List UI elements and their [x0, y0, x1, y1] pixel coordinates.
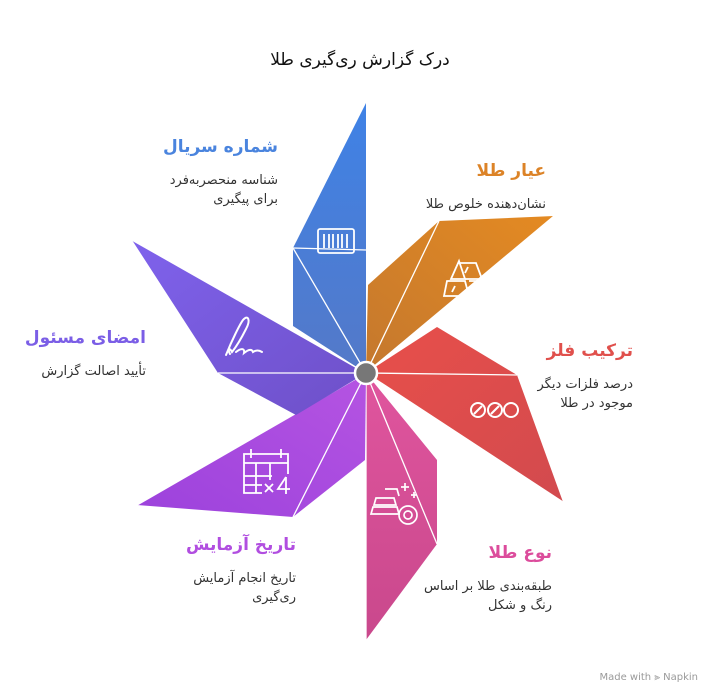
- metal-composition-description: درصد فلزات دیگر موجود در طلا: [538, 375, 634, 413]
- label-signature: امضای مسئول تأیید اصالت گزارش: [25, 328, 146, 381]
- gold-type-heading: نوع طلا: [488, 543, 553, 563]
- signature-desc-line1: تأیید اصالت گزارش: [41, 364, 146, 379]
- barcode-icon: [317, 228, 355, 254]
- calendar-x4-icon: [243, 449, 290, 494]
- serial-number-desc-line1: شناسه منحصربه‌فرد: [169, 173, 278, 188]
- gold-karat-heading: عیار طلا: [476, 161, 546, 181]
- gold-type-desc-line2: رنگ و شکل: [488, 598, 552, 613]
- serial-number-heading: شماره سریال: [162, 137, 278, 157]
- petal-gold-type: [365, 372, 438, 640]
- serial-number-description: شناسه منحصربه‌فرد برای پیگیری: [163, 171, 278, 209]
- label-gold-type: نوع طلا طبقه‌بندی طلا بر اساس رنگ و شکل: [424, 543, 552, 615]
- signature-description: تأیید اصالت گزارش: [25, 362, 146, 381]
- test-date-desc-line1: تاریخ انجام آزمایش: [193, 571, 296, 586]
- gold-karat-description: نشان‌دهنده خلوص طلا: [426, 195, 546, 214]
- label-metal-composition: ترکیب فلز درصد فلزات دیگر موجود در طلا: [538, 341, 634, 413]
- metal-composition-heading: ترکیب فلز: [546, 341, 633, 361]
- serial-number-desc-line2: برای پیگیری: [213, 192, 278, 207]
- signature-heading: امضای مسئول: [24, 328, 146, 348]
- test-date-desc-line2: ری‌گیری: [252, 590, 296, 605]
- napkin-watermark: Made with ⫸ Napkin: [599, 672, 698, 683]
- gold-bars-icon: [442, 258, 493, 297]
- label-gold-karat: عیار طلا نشان‌دهنده خلوص طلا: [426, 161, 546, 214]
- gold-karat-desc-line1: نشان‌دهنده خلوص طلا: [425, 197, 546, 212]
- petal-gold-karat: [365, 215, 555, 374]
- metal-composition-desc-line1: درصد فلزات دیگر: [537, 377, 634, 392]
- label-test-date: تاریخ آزمایش تاریخ انجام آزمایش ری‌گیری: [186, 535, 296, 607]
- metal-links-icon: [470, 402, 519, 418]
- test-date-heading: تاریخ آزمایش: [185, 535, 296, 555]
- label-serial-number: شماره سریال شناسه منحصربه‌فرد برای پیگیر…: [163, 137, 278, 209]
- signature-icon: [225, 316, 263, 356]
- petal-signature: [131, 239, 367, 415]
- gold-sorting-icon: [369, 483, 418, 525]
- center-hub: [353, 360, 379, 386]
- test-date-description: تاریخ انجام آزمایش ری‌گیری: [186, 569, 296, 607]
- petal-metal-composition: [365, 327, 564, 503]
- gold-type-desc-line1: طبقه‌بندی طلا بر اساس: [424, 579, 552, 594]
- petal-test-date: [136, 372, 367, 518]
- gold-type-description: طبقه‌بندی طلا بر اساس رنگ و شکل: [424, 577, 552, 615]
- diagram-title: درک گزارش ری‌گیری طلا: [270, 50, 450, 70]
- metal-composition-desc-line2: موجود در طلا: [560, 396, 633, 411]
